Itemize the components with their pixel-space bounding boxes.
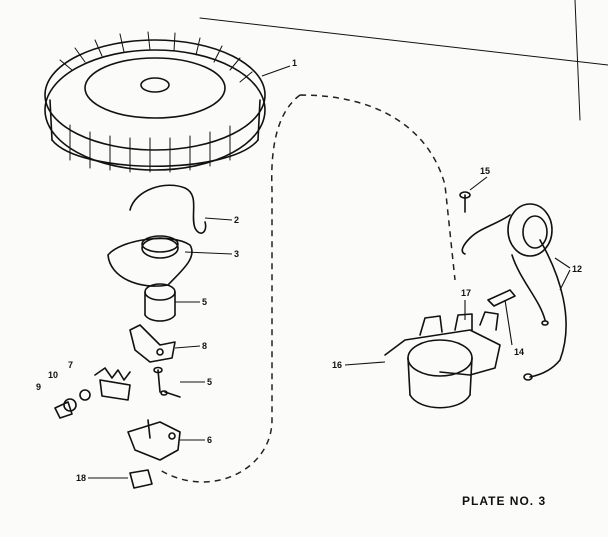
callout-2: 2	[234, 215, 239, 225]
callout-8: 8	[202, 341, 207, 351]
callout-12: 12	[572, 264, 582, 274]
ring-plate-part	[107, 235, 193, 287]
plate-number-label: PLATE NO. 3	[462, 494, 547, 508]
callout-18: 18	[76, 473, 86, 483]
bolt-part	[459, 191, 471, 213]
bracket-arm-part	[129, 324, 176, 363]
callout-3: 3	[234, 249, 239, 259]
base-plate-part	[127, 419, 181, 461]
callout-9: 9	[36, 382, 41, 392]
callout-15: 15	[480, 166, 490, 176]
callout-16: 16	[332, 360, 342, 370]
coil-part	[461, 203, 567, 381]
bushing-part	[144, 283, 176, 322]
callout-1: 1	[292, 58, 297, 68]
callout-7: 7	[68, 360, 73, 370]
page-corner-line	[574, 0, 581, 121]
callout-5: 5	[202, 297, 207, 307]
callout-10: 10	[48, 370, 58, 380]
page-edge-line	[199, 17, 608, 66]
callout-17: 17	[461, 288, 471, 298]
assembly-dashed-line	[159, 94, 456, 483]
callout-14: 14	[514, 347, 524, 357]
small-parts-cluster	[54, 367, 131, 419]
leader-lines	[88, 65, 571, 479]
spring-clip-part	[129, 184, 207, 234]
callout-5b: 5	[207, 377, 212, 387]
screws-part	[153, 366, 181, 398]
flywheel-part	[44, 31, 266, 173]
mounting-bracket-part	[384, 311, 501, 409]
callout-6: 6	[207, 435, 212, 445]
clip-part	[487, 289, 516, 307]
small-block-part	[129, 469, 153, 489]
